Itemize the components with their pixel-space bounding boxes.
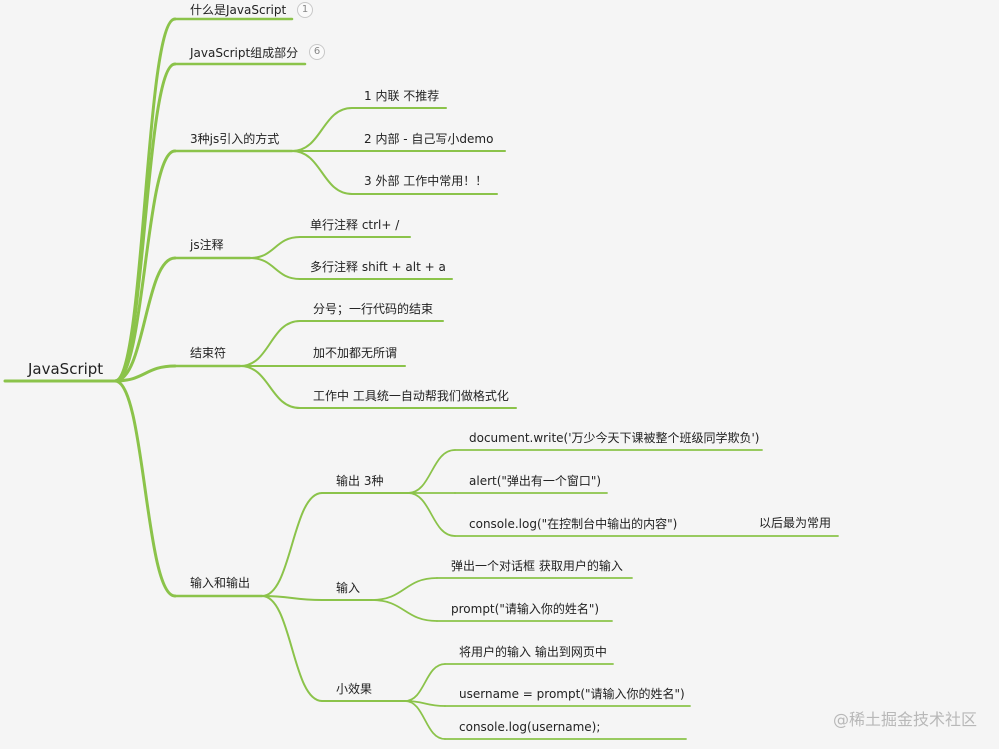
node-import-inline: 1 内联 不推荐 (364, 89, 440, 103)
connector-line (239, 320, 301, 367)
connector-line (291, 150, 353, 195)
node-prompt-dialog: 弹出一个对话框 获取用户的输入 (451, 559, 623, 573)
watermark: @稀土掘金技术社区 (832, 710, 977, 729)
root-node-javascript: JavaScript (28, 360, 104, 378)
node-import-internal: 2 内部 - 自己写小demo (364, 132, 494, 146)
branch-input-output: 输入和输出 (190, 576, 251, 590)
node-demo-console-log: console.log(username); (459, 720, 601, 734)
connector-line (113, 256, 177, 383)
connector-line (239, 365, 301, 409)
node-alert: alert("弹出有一个窗口") (469, 474, 602, 488)
collapsed-count-badge[interactable]: 6 (309, 44, 325, 60)
connector-line (113, 62, 177, 383)
branch-javascript-components: JavaScript组成部分 (190, 46, 299, 60)
node-small-demo: 小效果 (336, 682, 373, 696)
connector-line (371, 577, 438, 601)
connector-line (249, 257, 301, 280)
connector-line (261, 595, 323, 702)
connector-line (113, 364, 177, 383)
node-multi-line-comment: 多行注释 shift + alt + a (310, 260, 446, 274)
branch-what-is-javascript: 什么是JavaScript (190, 3, 287, 17)
connector-line (261, 492, 323, 597)
node-semicolon: 分号；一行代码的结束 (313, 302, 434, 316)
node-import-external: 3 外部 工作中常用！！ (364, 174, 488, 188)
connector-line (113, 379, 177, 598)
connector-line (261, 595, 323, 601)
connector-line (371, 599, 438, 622)
node-demo-username: username = prompt("请输入你的姓名") (459, 687, 685, 701)
node-document-write: document.write('万少今天下课被整个班级同学欺负') (469, 431, 760, 445)
branch-js-import-methods: 3种js引入的方式 (190, 132, 280, 146)
branch-js-comments: js注释 (190, 238, 224, 252)
branch-statement-terminator: 结束符 (190, 346, 227, 360)
node-console-log: console.log("在控制台中输出的内容") (469, 517, 678, 531)
node-prompt-call: prompt("请输入你的姓名") (451, 602, 600, 616)
collapsed-count-badge[interactable]: 1 (297, 2, 313, 18)
node-demo-description: 将用户的输入 输出到网页中 (459, 645, 607, 659)
connector-line (404, 700, 446, 740)
node-optional: 加不加都无所谓 (313, 346, 398, 360)
node-console-log-note: 以后最为常用 (759, 516, 832, 530)
connector-line (407, 492, 456, 537)
node-single-line-comment: 单行注释 ctrl+ / (310, 218, 400, 232)
node-input: 输入 (336, 581, 361, 595)
connector-line (291, 107, 353, 152)
node-auto-format: 工作中 工具统一自动帮我们做格式化 (313, 389, 509, 403)
connector-line (407, 449, 456, 494)
connector-line (404, 663, 446, 702)
node-output-types: 输出 3种 (336, 474, 384, 488)
connector-line (249, 236, 301, 259)
connector-line (113, 149, 177, 383)
